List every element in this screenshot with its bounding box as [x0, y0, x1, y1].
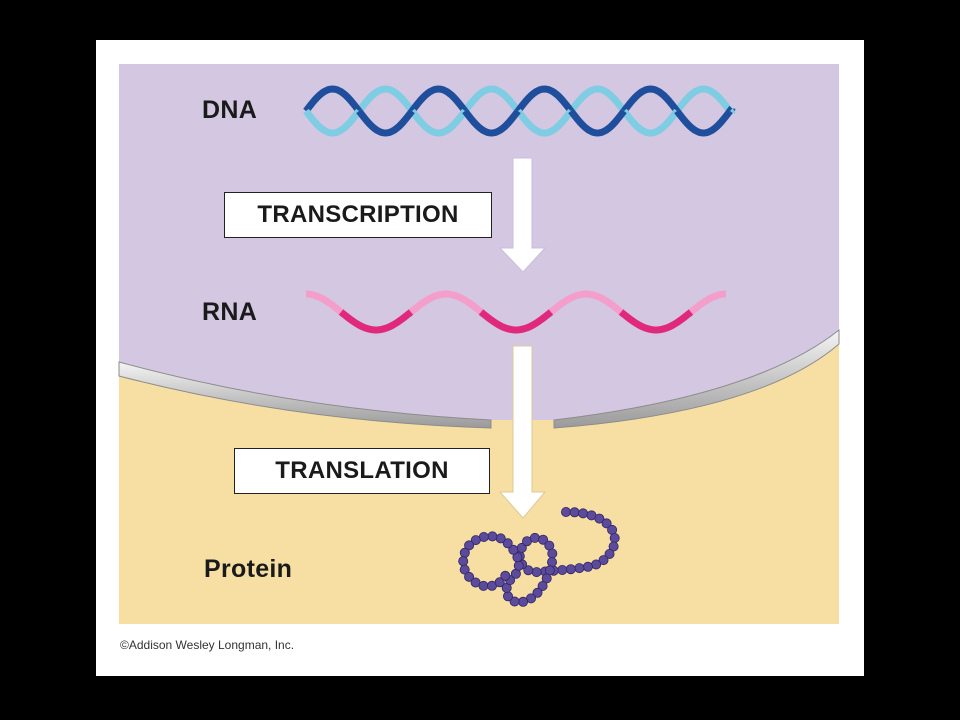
- dna-strand-light-segment: [568, 85, 627, 114]
- dna-strand-dark-segment: [568, 108, 627, 137]
- protein-bead: [508, 544, 519, 555]
- rna-label: RNA: [202, 298, 258, 326]
- translation-box: TRANSLATION: [234, 448, 490, 494]
- protein-bead: [546, 557, 557, 568]
- rna-ribbon-segment: [618, 309, 694, 334]
- protein-bead: [464, 540, 475, 551]
- protein-bead: [569, 507, 580, 518]
- protein-bead: [541, 573, 552, 584]
- protein-bead: [547, 548, 558, 559]
- protein-bead: [609, 532, 620, 543]
- protein-bead: [532, 587, 543, 598]
- protein-bead: [458, 556, 469, 567]
- protein-bead: [557, 565, 568, 576]
- rna-ribbon: [306, 290, 726, 334]
- rna-ribbon-segment: [548, 290, 624, 315]
- protein-bead: [518, 596, 529, 607]
- protein-bead: [513, 560, 524, 571]
- protein-bead: [512, 552, 523, 563]
- transcription-arrow: [498, 157, 547, 273]
- nuclear-envelope-left: [118, 361, 492, 429]
- protein-bead: [560, 506, 571, 517]
- rna-ribbon-segment: [306, 290, 344, 315]
- protein-bead: [598, 555, 609, 566]
- protein-label: Protein: [204, 555, 293, 583]
- rna-ribbon-segment: [688, 290, 726, 315]
- dna-strand-light-segment: [621, 108, 680, 137]
- dna-strand-dark-segment: [726, 105, 736, 114]
- dna-strand-light-segment: [356, 85, 415, 114]
- dna-strand-dark-segment: [356, 108, 415, 137]
- dna-strand-dark-segment: [409, 85, 468, 114]
- protein-bead: [494, 577, 505, 588]
- protein-bead: [523, 565, 534, 576]
- dna-strand-light-segment: [303, 108, 362, 137]
- translation-arrow: [498, 345, 547, 519]
- rna-ribbon-segment: [408, 290, 484, 315]
- dna-strand-dark-segment: [674, 108, 733, 137]
- protein-bead: [459, 547, 470, 558]
- rna-ribbon-segment: [478, 309, 554, 334]
- protein-bead: [529, 532, 540, 543]
- dna-strand-dark-segment: [515, 85, 574, 114]
- diagram-frame: DNA RNA Protein TRANSCRIPTION TRANSLATIO…: [96, 40, 864, 676]
- dna-strand-dark-segment: [621, 85, 680, 114]
- protein-bead: [502, 591, 513, 602]
- protein-bead: [487, 531, 498, 542]
- rna-ribbon-segment: [338, 309, 414, 334]
- protein-bead: [601, 518, 612, 529]
- dna-strand-dark-segment: [303, 85, 362, 114]
- dna-strand-light-segment: [409, 108, 468, 137]
- protein-bead: [574, 563, 585, 574]
- protein-bead: [470, 535, 481, 546]
- protein-bead: [464, 571, 475, 582]
- protein-bead: [500, 570, 511, 581]
- dna-strand-light-segment: [515, 108, 574, 137]
- protein-bead: [502, 538, 513, 549]
- nuclear-envelope-right: [553, 328, 840, 429]
- dna-double-helix: [303, 85, 736, 137]
- protein-bead: [565, 564, 576, 575]
- dna-strand-light-segment: [674, 85, 733, 114]
- central-dogma-diagram: [118, 64, 840, 624]
- protein-bead: [509, 596, 520, 607]
- copyright-notice: ©Addison Wesley Longman, Inc.: [120, 638, 295, 652]
- protein-bead-chain: [458, 506, 620, 607]
- dna-strand-light-segment: [462, 85, 521, 114]
- dna-strand-dark-segment: [462, 108, 521, 137]
- protein-bead: [531, 567, 542, 578]
- protein-bead: [537, 581, 548, 592]
- transcription-box: TRANSCRIPTION: [224, 192, 492, 238]
- protein-bead: [591, 559, 602, 570]
- protein-bead: [478, 580, 489, 591]
- protein-bead: [604, 548, 615, 559]
- protein-bead: [608, 541, 619, 552]
- protein-bead: [578, 508, 589, 519]
- protein-bead: [459, 564, 470, 575]
- protein-bead: [538, 534, 549, 545]
- dna-label: DNA: [202, 96, 258, 124]
- protein-bead: [594, 513, 605, 524]
- protein-bead: [582, 561, 593, 572]
- protein-bead: [495, 533, 506, 544]
